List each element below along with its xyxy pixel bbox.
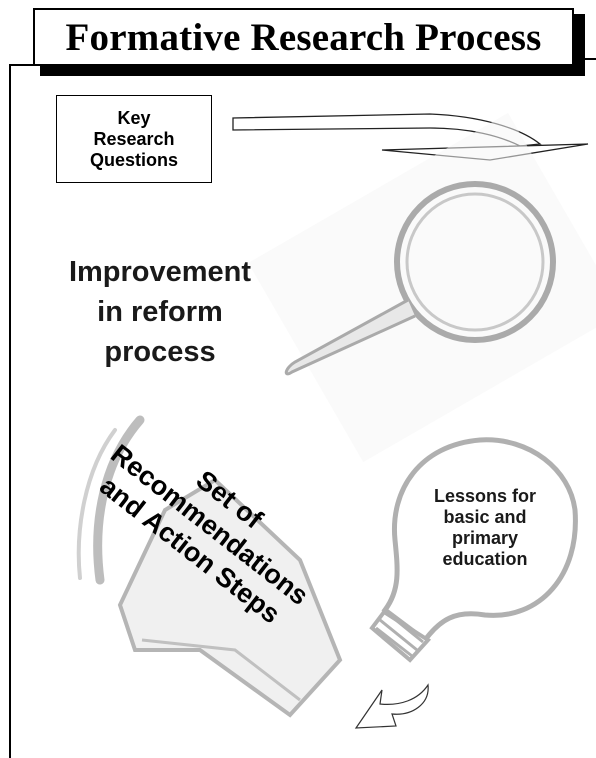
- improvement-line-3: process: [104, 336, 216, 368]
- arrow-icon: [76, 415, 343, 718]
- frame-left-line: [9, 64, 11, 758]
- improvement-line-1: Improvement: [68, 256, 252, 288]
- right-arrow-icon: [232, 113, 589, 161]
- light-bulb-icon: [369, 437, 578, 663]
- krq-line-3: Questions: [89, 149, 178, 170]
- magnifying-glass-icon: [248, 112, 596, 463]
- lessons-label: Lessons for basic and primary education: [410, 486, 560, 570]
- lessons-line-1: Lessons for: [433, 486, 537, 506]
- frame-top-left-line: [9, 64, 35, 66]
- lessons-line-2: basic and: [443, 507, 527, 527]
- krq-line-2: Research: [93, 128, 175, 149]
- lessons-line-4: education: [442, 549, 528, 569]
- title-box: Formative Research Process: [33, 8, 574, 66]
- improvement-line-2: in reform: [97, 296, 223, 328]
- lessons-line-3: primary: [451, 528, 519, 548]
- key-research-questions-box: Key Research Questions: [56, 95, 212, 183]
- page-title: Formative Research Process: [65, 15, 542, 59]
- krq-line-1: Key: [117, 107, 151, 128]
- curved-arrow-icon: [354, 683, 429, 729]
- improvement-label: Improvement in reform process: [40, 252, 280, 372]
